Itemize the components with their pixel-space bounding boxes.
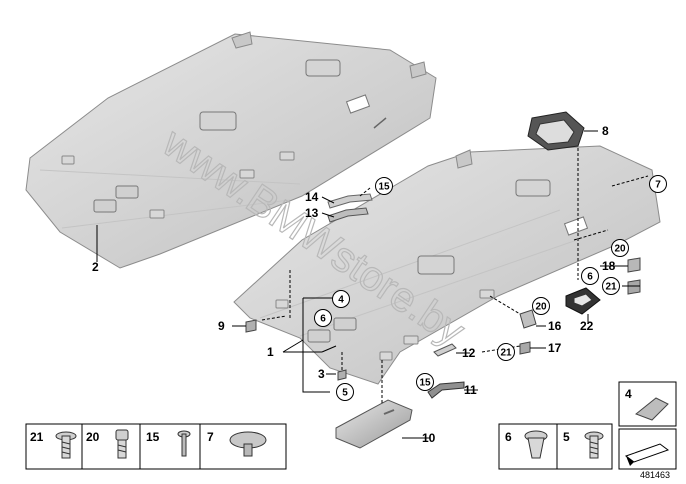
svg-text:20: 20 bbox=[535, 302, 547, 313]
svg-text:6: 6 bbox=[320, 314, 326, 325]
inset-part-4: 4 bbox=[618, 381, 677, 427]
part-17-clip bbox=[519, 341, 531, 355]
callout-13: 13 bbox=[305, 206, 319, 220]
svg-text:21: 21 bbox=[605, 282, 617, 293]
callout-14: 14 bbox=[305, 190, 319, 204]
callout-20-mid: 20 bbox=[532, 297, 550, 315]
part-22-plate bbox=[565, 287, 601, 315]
svg-text:7: 7 bbox=[655, 180, 661, 191]
part-14-strip bbox=[327, 193, 373, 209]
dashed-lines bbox=[261, 148, 649, 404]
diagram-id: 481463 bbox=[640, 470, 670, 480]
part-16-bracket bbox=[519, 309, 537, 329]
legend-7-label: 7 bbox=[207, 430, 214, 444]
callout-11: 11 bbox=[464, 383, 477, 397]
legend-left: 21 20 15 7 bbox=[25, 423, 287, 470]
callout-numbers: 2 1 3 9 14 13 8 18 19 16 17 22 12 11 10 bbox=[92, 124, 616, 445]
inset-4-number: 4 bbox=[625, 387, 632, 401]
legend-20-label: 20 bbox=[86, 430, 100, 444]
svg-text:20: 20 bbox=[614, 244, 626, 255]
leader-lines bbox=[96, 130, 640, 439]
headliner-lower bbox=[233, 145, 661, 385]
part-12-strip bbox=[433, 343, 457, 357]
clip-7-icon bbox=[229, 431, 267, 457]
callout-1: 1 bbox=[267, 345, 274, 359]
part-9-clip bbox=[245, 319, 257, 333]
part-18-clip bbox=[627, 257, 641, 273]
svg-text:4: 4 bbox=[338, 295, 344, 306]
part-13-strip bbox=[327, 207, 369, 223]
callout-7-right: 7 bbox=[649, 175, 667, 193]
screw-21-icon bbox=[55, 431, 77, 459]
callout-17: 17 bbox=[548, 341, 562, 355]
svg-text:6: 6 bbox=[587, 272, 593, 283]
callout-10: 10 bbox=[422, 431, 436, 445]
headliner-upper bbox=[25, 31, 437, 269]
legend-5-label: 5 bbox=[563, 430, 570, 444]
screw-20-icon bbox=[115, 429, 129, 459]
callout-12: 12 bbox=[462, 346, 476, 360]
circled-callouts: 15 7 20 6 21 20 21 15 bbox=[314, 175, 667, 401]
rivet-15-icon bbox=[177, 430, 191, 457]
callout-2: 2 bbox=[92, 260, 99, 274]
screw-5-icon bbox=[584, 431, 604, 459]
diagram-id-box: 481463 bbox=[618, 428, 677, 480]
svg-text:5: 5 bbox=[342, 388, 348, 399]
svg-text:15: 15 bbox=[378, 182, 390, 193]
svg-text:21: 21 bbox=[500, 348, 512, 359]
callout-15-upper: 15 bbox=[375, 177, 393, 195]
part-19-clip bbox=[627, 279, 641, 295]
legend-right: 6 5 bbox=[498, 423, 613, 470]
legend-21-label: 21 bbox=[30, 430, 44, 444]
callout-22: 22 bbox=[580, 319, 594, 333]
callout-8: 8 bbox=[602, 124, 609, 138]
callout-5-mid: 5 bbox=[336, 383, 354, 401]
part-8-gasket bbox=[527, 111, 585, 151]
callout-4-mid: 4 bbox=[332, 290, 350, 308]
legend-6-label: 6 bbox=[505, 430, 512, 444]
callout-9: 9 bbox=[218, 319, 225, 333]
callout-6-mid: 6 bbox=[314, 309, 332, 327]
callout-3: 3 bbox=[318, 367, 325, 381]
callout-21-right: 21 bbox=[602, 277, 620, 295]
callout-20-right: 20 bbox=[611, 239, 629, 257]
part-3-clip bbox=[337, 369, 347, 381]
legend-15-label: 15 bbox=[146, 430, 160, 444]
callout-15-lower: 15 bbox=[416, 373, 434, 391]
part-10-sun-visor bbox=[335, 399, 413, 449]
callout-18: 18 bbox=[602, 259, 616, 273]
clip-6-icon bbox=[524, 430, 548, 459]
callout-6-right: 6 bbox=[581, 267, 599, 285]
svg-text:15: 15 bbox=[419, 378, 431, 389]
part-11-handle bbox=[427, 381, 465, 399]
callout-16: 16 bbox=[548, 319, 562, 333]
callout-21-mid: 21 bbox=[497, 343, 515, 361]
